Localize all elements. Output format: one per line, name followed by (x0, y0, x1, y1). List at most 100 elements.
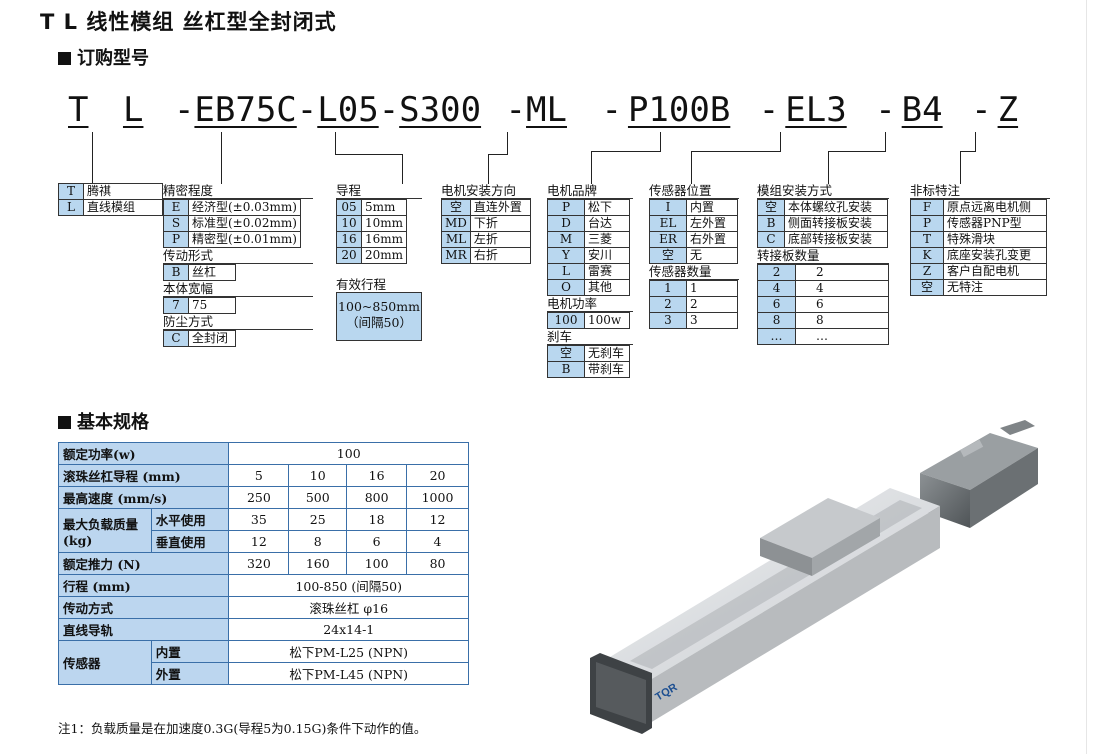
precision-title: 精密程度 (163, 183, 313, 199)
option-code: C (757, 231, 785, 248)
connector-line (335, 154, 403, 155)
motor-power-title: 电机功率 (547, 296, 633, 312)
option-code: L (547, 263, 585, 280)
code-sep: - (758, 90, 780, 130)
connector-line (691, 151, 692, 184)
option-label: 客户自配电机 (943, 263, 1047, 280)
option-label: 16mm (360, 231, 408, 248)
code-sep: - (173, 90, 195, 130)
connector-line (591, 151, 592, 184)
code-sep: - (505, 90, 527, 130)
option-label: 左外置 (686, 215, 738, 232)
option-code: 空 (757, 199, 785, 216)
option-code: 16 (336, 231, 362, 248)
footnote: 注1：负载质量是在加速度0.3G(导程5为0.15G)条件下动作的值。 (58, 721, 427, 736)
spec-value: 500 (288, 486, 348, 509)
option-code: P (163, 231, 189, 248)
spec-label: 最高速度 (mm/s) (57, 486, 230, 509)
connector-line (960, 151, 976, 152)
spec-value: 滚珠丝杠 φ16 (228, 596, 469, 619)
option-code: MR (441, 247, 471, 264)
width-title: 本体宽幅 (163, 281, 313, 297)
option-label: 8 (795, 312, 889, 329)
end-cap-face (596, 662, 646, 724)
option-code: S (163, 215, 189, 232)
option-code: ML (441, 231, 471, 248)
option-label: 其他 (584, 279, 630, 296)
code-l: L (122, 90, 144, 130)
spec-value: 100 (228, 442, 469, 465)
code-sep: - (601, 90, 622, 130)
option-label: 安川 (584, 247, 630, 264)
option-label: … (795, 328, 889, 345)
option-label: 右折 (469, 247, 532, 264)
spec-sublabel: 内置 (150, 640, 230, 663)
connector-line (960, 151, 961, 184)
load-label: 最大负载质量 (63, 516, 139, 532)
spec-value: 12 (228, 530, 290, 553)
connector-line (488, 154, 508, 155)
option-label: 直线模组 (83, 199, 163, 216)
load-unit: (kg) (63, 532, 93, 548)
option-label: 10mm (360, 215, 408, 232)
stroke-box: 100~850mm （间隔50） (336, 293, 422, 341)
spec-value: 800 (346, 486, 408, 509)
page-edge (1086, 0, 1087, 754)
motor-direction-title: 电机安装方向 (441, 183, 531, 199)
spec-value: 1000 (406, 486, 469, 509)
option-code: 空 (649, 247, 687, 264)
option-label: 直连外置 (469, 199, 532, 216)
connector-line (591, 151, 661, 152)
model-code: T L -EB75C-L05-S300 -ML -P100B -EL3 -B4 … (68, 90, 1018, 130)
option-code: 8 (756, 312, 797, 329)
table-row: 行程 (mm)100-850 (间隔50) (57, 574, 469, 597)
option-code: P (910, 215, 944, 232)
spec-value: 松下PM-L45 (NPN) (228, 662, 469, 685)
option-label: 2 (795, 264, 889, 281)
code-z: Z (997, 90, 1019, 130)
code-sep: - (378, 90, 400, 130)
option-code: 3 (649, 312, 687, 329)
sensor-count-title: 传感器数量 (649, 264, 739, 280)
connector-line (221, 132, 222, 184)
table-row: 外置松下PM-L45 (NPN) (59, 662, 469, 685)
option-code: 10 (336, 215, 362, 232)
table-row: 额定功率(w)100 (57, 442, 469, 465)
option-label: 左折 (469, 231, 532, 248)
option-label: 松下 (584, 199, 630, 216)
spec-value: 320 (228, 552, 290, 575)
spec-sublabel: 外置 (150, 662, 230, 685)
drive-title: 传动形式 (163, 248, 313, 264)
option-code: ER (649, 231, 687, 248)
option-code: 2 (649, 296, 687, 313)
option-label: 丝杠 (188, 264, 236, 281)
option-label: 原点远离电机侧 (943, 199, 1047, 216)
connector-line (660, 132, 661, 152)
motor-top (920, 433, 1038, 490)
spec-value: 4 (406, 530, 469, 553)
spec-heading: 基本规格 (58, 408, 149, 434)
option-code: B (757, 215, 785, 232)
option-code: C (163, 330, 189, 347)
spec-value: 100 (346, 552, 408, 575)
spec-label: 额定功率(w) (57, 442, 230, 465)
option-code: 空 (547, 345, 585, 362)
option-code: Z (910, 263, 944, 280)
spec-value: 80 (406, 552, 469, 575)
option-label: 1 (686, 280, 738, 297)
connector-line (691, 151, 781, 152)
option-label: 标准型(±0.02mm) (188, 215, 301, 232)
option-label: 内置 (686, 199, 738, 216)
